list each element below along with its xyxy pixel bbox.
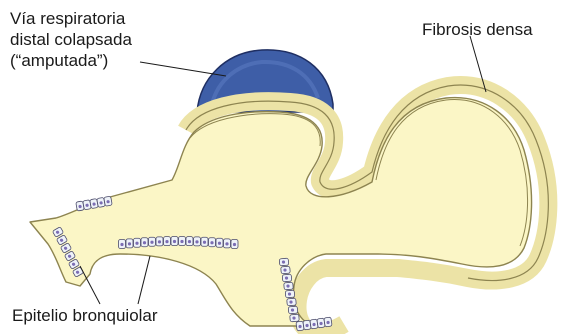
epithelial-cell [164,237,171,246]
epithelial-cell [288,306,298,314]
epithelial-cell [224,239,231,248]
bronchiolar-epithelium-label: Epitelio bronquiolar [12,305,158,326]
epithelial-cell [134,238,141,247]
epithelial-cell [281,266,291,274]
epithelial-cell [119,240,126,249]
epithelial-cell [194,237,201,246]
epithelial-cell [201,237,208,246]
collapsed-airway-label-line3: (“amputada”) [10,50,132,71]
epithelium-leader-2 [138,256,150,304]
epithelial-cell [141,238,148,247]
epithelial-cell [126,239,133,248]
collapsed-airway-label: Vía respiratoria distal colapsada (“ampu… [10,8,132,71]
epithelial-cell [171,237,178,246]
collapsed-airway-label-line1: Vía respiratoria [10,8,132,29]
epithelial-cell [209,238,216,247]
epithelial-cell [290,314,300,322]
epithelial-cell [282,274,292,282]
epithelial-cell [324,317,332,327]
epithelial-cell [156,237,163,246]
airway-lumen [30,98,532,326]
dense-fibrosis-label: Fibrosis densa [422,19,533,40]
epithelial-cell [179,237,186,246]
epithelial-cell [186,237,193,246]
epithelial-cell [104,196,112,206]
epithelial-cell [231,240,238,249]
collapsed-airway-leader [140,62,226,76]
collapsed-airway-label-line2: distal colapsada [10,29,132,50]
epithelial-cell [284,282,294,290]
epithelial-cell [287,298,297,306]
epithelial-cell [279,258,289,266]
epithelial-cell [149,237,156,246]
epithelial-cell [285,290,295,298]
epithelial-cell [216,238,223,247]
